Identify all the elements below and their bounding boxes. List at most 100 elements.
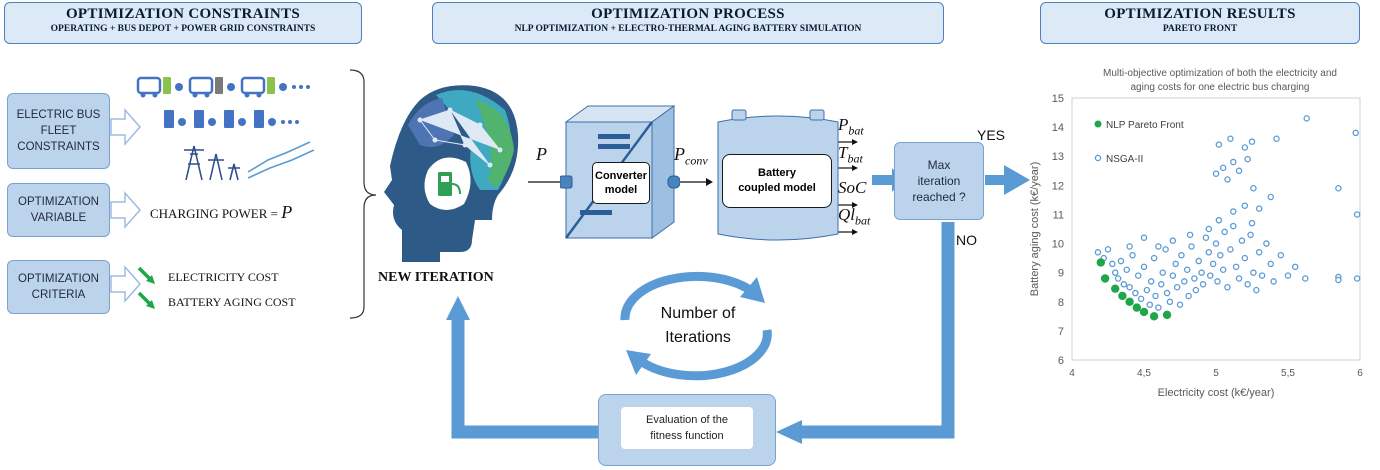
output-p-bat-main: P [838,115,849,134]
y-tick-label: 10 [1052,239,1064,251]
nsga-point [1166,298,1174,306]
nsga-point [1250,269,1257,276]
nsga-point [1205,249,1213,256]
y-tick-label: 15 [1052,93,1064,105]
nsga-point [1158,281,1165,288]
variable-arrow-icon [110,191,142,229]
max-iteration-decision: Max iteration reached ? [894,142,984,220]
y-tick-label: 14 [1052,122,1064,134]
output-t-bat: Tbat [838,143,863,166]
y-tick-label: 12 [1052,180,1064,192]
nsga-point [1140,234,1148,241]
x-tick-label: 6 [1357,368,1363,379]
nsga-point [1241,144,1249,151]
y-axis-label: Battery aging cost (k€/year) [1029,162,1041,297]
nsga-point [1284,272,1292,279]
output-t-bat-main: T [838,143,848,162]
charging-power-text: CHARGING POWER = [150,206,278,221]
nsga-point [1219,164,1227,172]
nsga-point [1253,286,1260,294]
legend-marker-pareto [1094,120,1102,128]
nsga-point [1241,254,1249,262]
pareto-point [1139,307,1149,317]
output-soc-main: SoC [838,178,867,197]
y-tick-label: 9 [1058,268,1064,280]
output-p-bat-sub: bat [848,123,864,138]
nsga-point [1212,170,1220,177]
bus-charger-row-icon [136,76,310,98]
no-arrow [800,222,955,439]
output-p-bat: Pbat [838,115,864,138]
nsga-point [1152,292,1159,300]
chart-title: Multi-objective optimization of both the… [1102,68,1337,93]
nsga-point [1232,263,1240,271]
nsga-point [1172,260,1179,268]
number-of-iterations-label: Number of Iterations [660,305,736,346]
nsga-point [1215,217,1223,224]
fitness-function-box: Evaluation of the fitness function [598,394,776,466]
nsga-point [1169,237,1177,244]
nsga-point [1221,228,1228,236]
nsga-point [1114,275,1122,282]
nsga-point [1227,135,1234,143]
y-tick-label: 13 [1052,151,1064,163]
new-iteration-label: NEW ITERATION [378,270,494,285]
nsga-point [1303,115,1310,122]
nsga-point [1109,260,1116,268]
nsga-point [1270,278,1277,285]
nsga-point [1205,225,1213,233]
nsga-point [1250,184,1257,192]
optimization-criteria-box: OPTIMIZATION CRITERIA [7,260,110,314]
nsga-point [1198,269,1205,276]
nsga-point [1129,251,1136,259]
no-label: NO [956,232,977,248]
nsga-point [1248,138,1256,145]
nsga-point [1206,272,1214,279]
nsga-point [1235,275,1243,282]
electricity-cost-down-arrow-icon [137,266,155,284]
nsga-point [1126,243,1133,250]
nsga-point [1353,275,1361,282]
nsga-point [1267,193,1274,201]
legend-marker-nsga [1094,154,1102,162]
nsga-point [1244,155,1251,163]
nsga-point [1147,278,1155,285]
fleet-constraints-box: ELECTRIC BUS FLEET CONSTRAINTS [7,93,110,169]
nsga-point [1173,283,1181,291]
output-soc: SoC [838,178,866,201]
process-header: OPTIMIZATION PROCESS NLP OPTIMIZATION + … [432,2,944,44]
p-conv-symbol: Pconv [674,144,708,169]
nsga-point [1335,184,1342,192]
constraints-header: OPTIMIZATION CONSTRAINTS OPERATING + BUS… [4,2,362,44]
y-tick-label: 6 [1058,355,1064,367]
power-grid-icon [184,141,315,181]
process-header-title: OPTIMIZATION PROCESS [591,6,785,22]
pareto-point [1149,312,1159,321]
p-conv-main: P [674,144,685,164]
pareto-point [1118,291,1127,301]
nsga-point [1134,272,1142,279]
nsga-point [1126,283,1133,291]
nsga-point [1199,281,1207,288]
nsga-point [1202,234,1210,241]
nsga-point [1163,289,1171,297]
nsga-point [1104,246,1112,253]
y-tick-label: 11 [1053,209,1064,221]
optimization-variable-box: OPTIMIZATION VARIABLE [7,183,110,237]
nsga-point [1137,295,1145,303]
battery-label-box: Battery coupled model [722,154,832,208]
nsga-point [1214,278,1221,285]
nsga-point [1209,260,1217,268]
nsga-point [1181,278,1188,285]
output-ql-bat: Qlbat [838,205,870,228]
output-ql-bat-sub: bat [855,213,871,228]
nsga-point [1224,176,1231,183]
nsga-point [1192,286,1200,294]
nsga-point [1241,202,1249,209]
nsga-point [1120,281,1128,288]
pareto-point [1100,274,1110,283]
results-header-title: OPTIMIZATION RESULTS [1104,6,1296,22]
nsga-point [1162,246,1169,253]
plot-area [1071,97,1361,361]
battery-output-arrows [836,141,852,233]
